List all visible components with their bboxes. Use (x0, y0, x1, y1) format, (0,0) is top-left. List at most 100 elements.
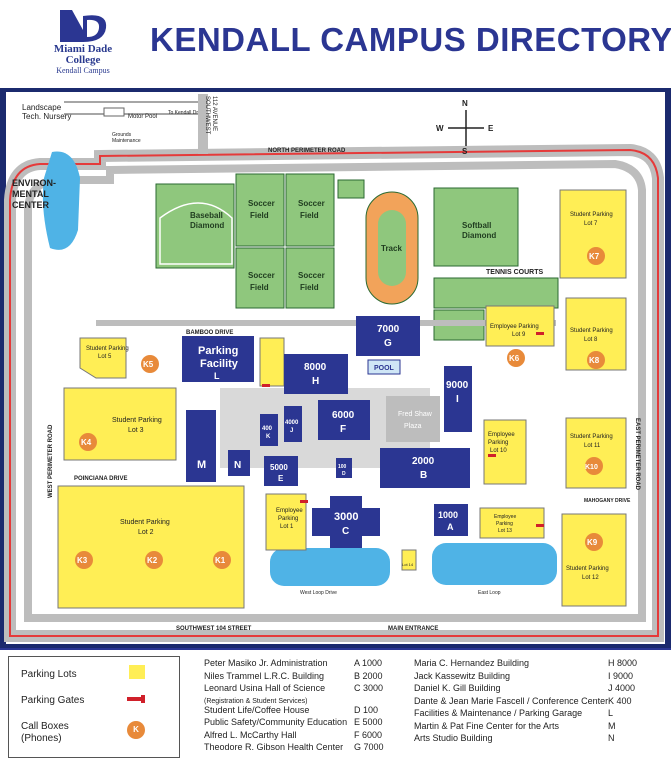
callbox-k8[interactable]: K8 (587, 351, 605, 369)
building-j-4000[interactable] (284, 406, 302, 442)
directory-name: Facilities & Maintenance / Parking Garag… (414, 708, 583, 718)
logo-line-1: Miami Dade (53, 43, 113, 55)
callbox-k4[interactable]: K4 (79, 433, 97, 451)
lot-14[interactable] (401, 549, 417, 571)
student-lot-11[interactable] (565, 417, 627, 489)
callbox-k1[interactable]: K1 (213, 551, 231, 569)
lot10-label-c: Lot 10 (490, 448, 507, 454)
soccer-4-a: Soccer (298, 271, 325, 280)
grounds-label-a: Grounds (112, 132, 132, 138)
svg-text:K1: K1 (215, 556, 226, 565)
callbox-k3[interactable]: K3 (75, 551, 93, 569)
pool-label: POOL (374, 365, 395, 372)
directory-code: A 1000 (354, 658, 383, 668)
bldg-a-num: 1000 (438, 510, 458, 520)
building-c-3000[interactable] (312, 496, 380, 548)
employee-lot-1[interactable] (265, 493, 307, 551)
building-i-9000[interactable] (444, 366, 472, 432)
callbox-k5[interactable]: K5 (141, 355, 159, 373)
parking-gate-icon (536, 524, 544, 527)
baseball-diamond[interactable] (155, 183, 235, 269)
sw104-label: SOUTHWEST 104 STREET (176, 626, 252, 632)
svg-text:K10: K10 (585, 464, 598, 471)
baseball-label-a: Baseball (190, 211, 223, 220)
building-m[interactable] (186, 410, 216, 482)
landscape-label-a: Landscape (22, 103, 62, 112)
building-l-parking-facility[interactable] (182, 336, 254, 382)
soccer-3-b: Field (250, 283, 269, 292)
student-lot-3[interactable] (63, 387, 177, 461)
directory-code: K 400 (608, 695, 632, 706)
mdc-logo-mark (60, 10, 107, 42)
softball-diamond[interactable] (433, 187, 519, 267)
building-b-2000[interactable] (380, 448, 470, 488)
call-box-icon: K (127, 721, 145, 739)
parking-gate-icon (262, 384, 270, 387)
employee-lot-13[interactable] (479, 507, 545, 539)
directory-name: Leonard Usina Hall of Science (204, 683, 326, 693)
campus-map[interactable]: Landscape Tech. Nursery Motor Pool To Ke… (0, 88, 671, 648)
building-g-7000[interactable] (356, 316, 420, 356)
lot1-label-a: Employee (276, 508, 303, 514)
lot13-label-c: Lot 13 (498, 528, 512, 534)
building-a-1000[interactable] (434, 504, 468, 536)
building-e-5000[interactable] (264, 456, 298, 486)
soccer-field-2[interactable] (285, 173, 335, 247)
building-n[interactable] (228, 450, 250, 476)
tennis-courts-top[interactable] (433, 277, 559, 309)
employee-lot-10[interactable] (483, 419, 527, 485)
student-lot-7[interactable] (559, 189, 627, 279)
lot8-label-a: Student Parking (570, 328, 613, 334)
building-d-100[interactable] (336, 458, 352, 478)
motor-pool-label: Motor Pool (128, 114, 157, 120)
legend-parking-lots: Parking Lots (21, 669, 77, 680)
bldg-i-letter: I (456, 394, 459, 405)
svg-text:K9: K9 (587, 538, 598, 547)
building-f-6000[interactable] (318, 400, 370, 440)
callbox-k9[interactable]: K9 (585, 533, 603, 551)
directory-code: L (608, 708, 614, 718)
legend-parking-gates: Parking Gates (21, 695, 85, 706)
logo-line-3: Kendall Campus (56, 66, 110, 75)
callbox-k10[interactable]: K10 (585, 457, 603, 475)
student-lot-5[interactable] (79, 337, 127, 379)
grounds-label-b: Maintenance (112, 138, 141, 144)
lot1-label-c: Lot 1 (280, 524, 294, 530)
soccer-field-3[interactable] (235, 247, 285, 309)
building-k-400[interactable] (260, 414, 278, 446)
fred-shaw-plaza[interactable] (386, 396, 440, 442)
page-title: KENDALL CAMPUS DIRECTORY (150, 21, 671, 58)
student-lot-12[interactable] (561, 513, 627, 607)
pool[interactable] (367, 359, 401, 375)
bldg-m-letter: M (197, 459, 206, 471)
parking-gate-icon (536, 332, 544, 335)
parking-gate-icon (488, 454, 496, 457)
soccer-field-1[interactable] (235, 173, 285, 247)
lot5-label-a: Student Parking (86, 346, 129, 352)
employee-lot-9[interactable] (485, 305, 555, 347)
header: Miami Dade College Kendall Campus KENDAL… (0, 0, 671, 80)
lot7-label-b: Lot 7 (584, 221, 598, 227)
directory-code: C 3000 (354, 683, 384, 693)
directory-name: Niles Trammel L.R.C. Building (204, 670, 325, 681)
callbox-k6[interactable]: K6 (507, 349, 525, 367)
directory-name: Public Safety/Community Education (204, 717, 348, 727)
compass-e: E (488, 124, 494, 133)
student-lot-2[interactable] (57, 485, 245, 609)
lot1-label-b: Parking (278, 516, 298, 522)
compass-s: S (462, 147, 468, 156)
lot8-label-b: Lot 8 (584, 337, 598, 343)
directory-name: Arts Studio Building (414, 733, 493, 743)
callbox-k7[interactable]: K7 (587, 247, 605, 265)
parking-gate-icon (127, 697, 143, 701)
building-h-8000[interactable] (284, 354, 348, 394)
bldg-c-num: 3000 (334, 511, 358, 523)
bldg-f-num: 6000 (332, 410, 355, 421)
soccer-field-4[interactable] (285, 247, 335, 309)
directory-code: D 100 (354, 704, 379, 715)
bldg-b-letter: B (420, 470, 427, 481)
compass-w: W (436, 124, 444, 133)
callbox-k2[interactable]: K2 (145, 551, 163, 569)
